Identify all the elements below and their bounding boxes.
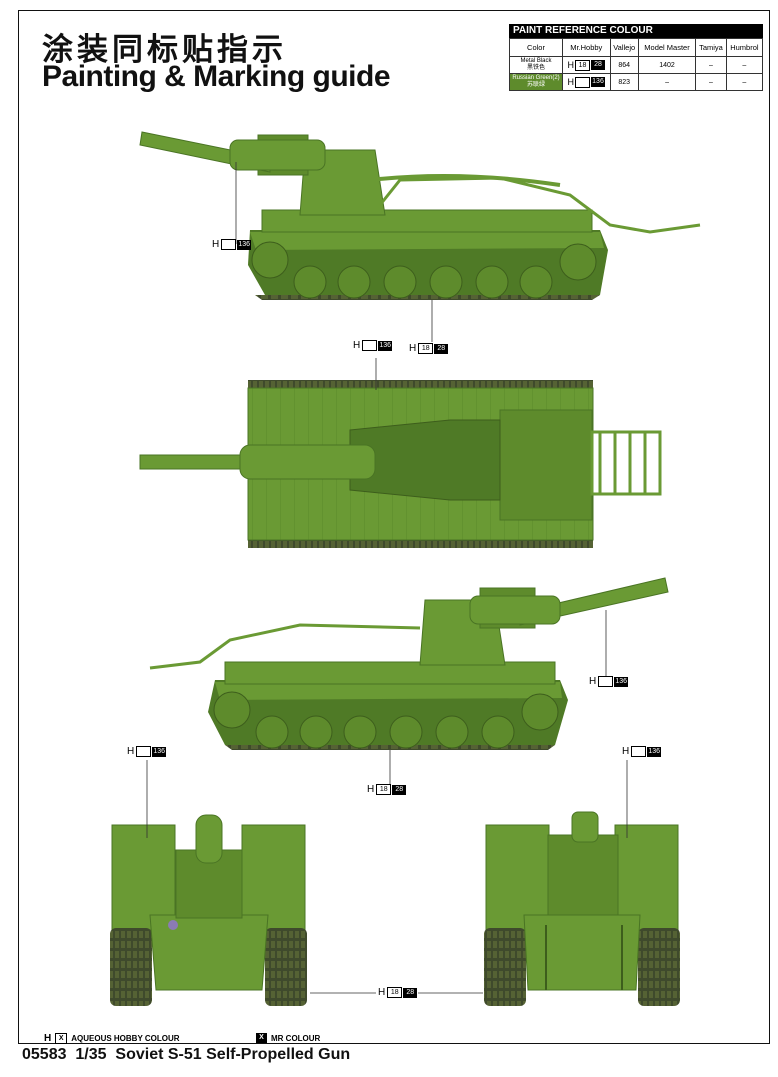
h-prefix: H: [378, 987, 386, 998]
aqueous-code-box: [136, 746, 152, 757]
callout-green-rear: H 136: [622, 746, 662, 757]
leader-lines: [146, 162, 628, 994]
h-prefix: H: [127, 746, 135, 757]
mr-code: 28: [591, 60, 605, 70]
page-frame: [18, 10, 770, 1044]
mr-code: 136: [378, 340, 393, 351]
h-prefix: H: [622, 746, 630, 757]
mr-box: X: [256, 1033, 267, 1043]
h-prefix: H: [567, 60, 575, 70]
color-name: Metal Black: [520, 58, 552, 64]
vallejo-code: 823: [609, 73, 639, 91]
mr-code: 136: [152, 746, 167, 757]
mr-code: 136: [647, 746, 662, 757]
h-prefix: H: [589, 676, 597, 687]
color-name-cn: 苏联绿: [526, 82, 545, 88]
aqueous-code: 18: [387, 987, 403, 998]
side-view-right: [149, 577, 669, 750]
mr-code: 28: [403, 987, 418, 998]
aqueous-code: 18: [376, 784, 392, 795]
aqueous-code-box: [631, 746, 647, 757]
callout-green-side1: H 136: [212, 239, 252, 250]
rear-view: [484, 811, 680, 1006]
modelmaster-code: –: [637, 73, 697, 91]
aqueous-code: 18: [575, 59, 590, 71]
h-prefix: H: [567, 77, 575, 87]
h-prefix: H: [44, 1033, 52, 1044]
color-cell-russian-green: Russian Green(2) 苏联绿: [509, 73, 563, 91]
color-name: Russian Green(2): [512, 75, 560, 81]
paint-table-header: PAINT REFERENCE COLOUR: [509, 24, 763, 38]
h-prefix: H: [367, 784, 375, 795]
h-prefix: H: [212, 239, 220, 250]
callout-green-top: H 136: [353, 340, 393, 351]
h-prefix: H: [353, 340, 361, 351]
mr-code: 136: [237, 239, 252, 250]
callout-green-side2: H 136: [589, 676, 629, 687]
mr-code: 136: [614, 676, 629, 687]
color-cell-metal-black: Metal Black 黑铁色: [509, 56, 563, 74]
legend-mr: X MR COLOUR: [256, 1033, 320, 1043]
legend-aqueous: H X AQUEOUS HOBBY COLOUR: [44, 1033, 180, 1044]
mr-code: 136: [591, 77, 605, 87]
title-english: Painting & Marking guide: [42, 60, 391, 93]
aqueous-code: [575, 76, 590, 88]
front-view: [110, 814, 307, 1006]
color-name-cn: 黑铁色: [526, 65, 545, 71]
h-prefix: H: [409, 343, 417, 354]
aqueous-code-box: [362, 340, 378, 351]
legend-label: MR COLOUR: [271, 1033, 321, 1043]
aqueous-code-box: [598, 676, 614, 687]
paint-reference-table: PAINT REFERENCE COLOUR Color Mr.Hobby Va…: [509, 24, 764, 91]
side-view-left: [139, 131, 701, 300]
legend-label: AQUEOUS HOBBY COLOUR: [71, 1034, 180, 1043]
top-view: [139, 380, 662, 548]
mr-code: 28: [392, 784, 407, 795]
aqueous-code: 18: [418, 343, 434, 354]
mr-code: 28: [434, 343, 449, 354]
aqueous-code-box: [221, 239, 237, 250]
callout-green-front: H 136: [127, 746, 167, 757]
mrhobby-cell: H 136: [562, 73, 611, 91]
humbrol-code: –: [725, 73, 764, 91]
footer-product-title: 05583 1/35 Soviet S-51 Self-Propelled Gu…: [22, 1046, 351, 1063]
aqueous-box: X: [55, 1033, 68, 1044]
title-chinese: 涂装同标贴指示: [42, 32, 287, 68]
